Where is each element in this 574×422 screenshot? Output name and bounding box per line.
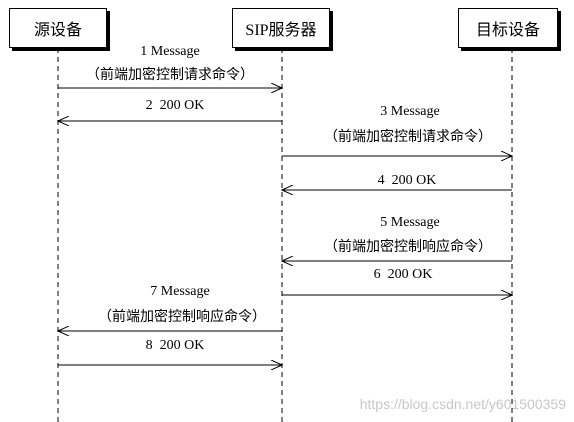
message-7-title: 7 Message [110, 284, 250, 300]
message-1-text: Message [150, 44, 200, 59]
message-3-subtitle: （前端加密控制请求命令） [324, 130, 492, 145]
participant-sip-server: SIP服务器 [232, 8, 330, 48]
participant-sip-server-label: SIP服务器 [245, 22, 317, 39]
watermark: https://blog.csdn.net/y601500359 [359, 396, 566, 412]
message-3-text: Message [390, 104, 440, 119]
message-2-title: 2 200 OK [120, 98, 230, 114]
message-5-subtitle: （前端加密控制响应命令） [324, 240, 492, 255]
message-1-title: 1 Message [100, 44, 240, 60]
message-5-number: 5 [380, 215, 388, 230]
message-2-number: 2 [145, 98, 153, 113]
message-7-text: Message [160, 284, 210, 299]
participant-target-label: 目标设备 [475, 22, 540, 39]
message-3-number: 3 [380, 104, 388, 119]
message-3-title: 3 Message [340, 104, 480, 120]
message-4-text: 200 OK [391, 173, 437, 188]
message-1-number: 1 [140, 44, 148, 59]
message-5-text: Message [390, 215, 440, 230]
participant-source-label: 源设备 [33, 22, 82, 39]
message-6-title: 6 200 OK [348, 267, 458, 283]
message-5-title: 5 Message [340, 215, 480, 231]
message-4-number: 4 [377, 173, 385, 188]
message-7-subtitle: （前端加密控制响应命令） [98, 310, 266, 325]
message-8-number: 8 [145, 338, 153, 353]
participant-source: 源设备 [9, 8, 107, 48]
message-8-text: 200 OK [159, 338, 205, 353]
message-6-number: 6 [373, 267, 381, 282]
message-6-text: 200 OK [387, 267, 433, 282]
message-1-subtitle: （前端加密控制请求命令） [86, 68, 254, 83]
message-7-number: 7 [150, 284, 158, 299]
message-4-title: 4 200 OK [352, 173, 462, 189]
message-8-title: 8 200 OK [120, 338, 230, 354]
message-2-text: 200 OK [159, 98, 205, 113]
participant-target: 目标设备 [458, 8, 558, 48]
